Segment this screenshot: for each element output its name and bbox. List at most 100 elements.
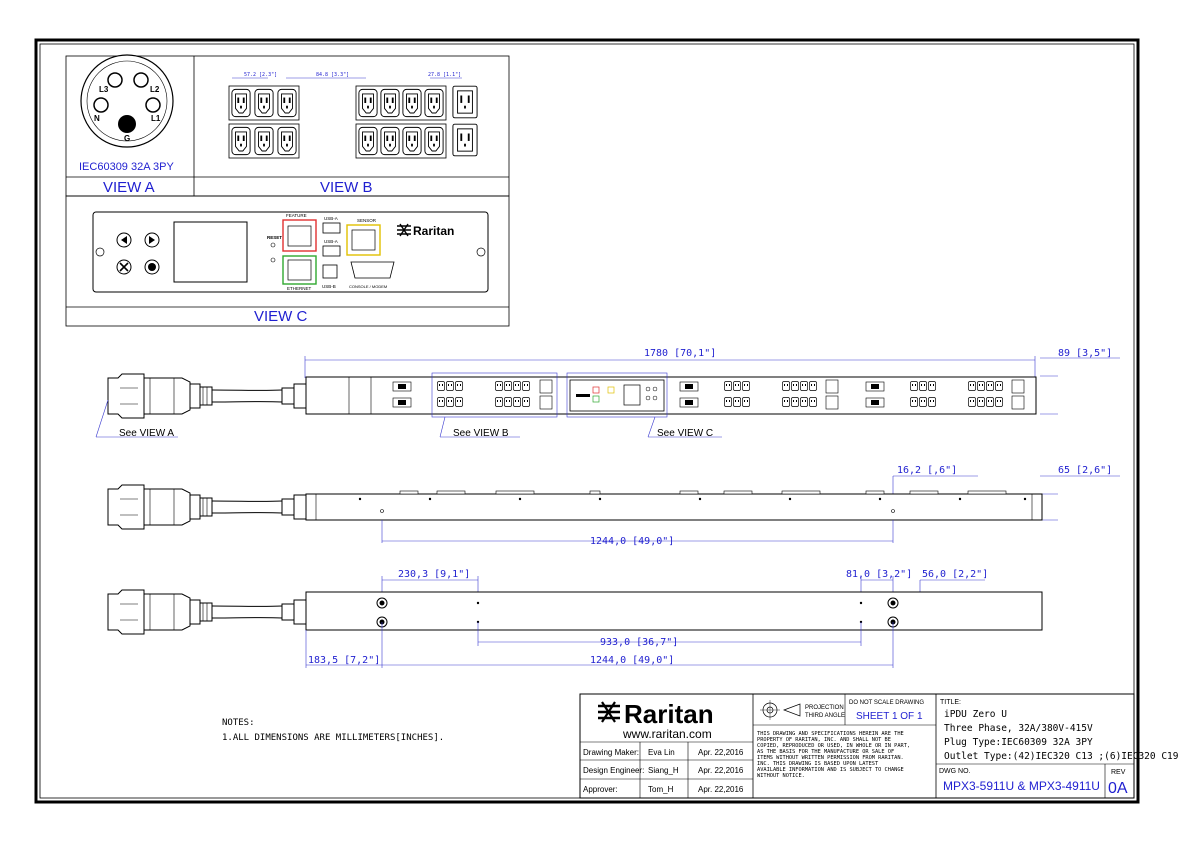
notes: NOTES: 1.ALL DIMENSIONS ARE MILLIMETERS[… bbox=[222, 718, 444, 743]
c13-outlet-icon bbox=[724, 381, 732, 391]
feature-label: FEATURE bbox=[286, 213, 307, 218]
c13-outlet-icon bbox=[928, 381, 936, 391]
row-1-date: Apr. 22,2016 bbox=[698, 766, 744, 775]
view-b-dim-3: 27.8 [1.1"] bbox=[428, 72, 461, 78]
c13-outlet-icon bbox=[782, 397, 790, 407]
row-1-role: Design Engineer: bbox=[583, 766, 644, 775]
view-c-panel: RESET FEATURE ETHERNET USB-A USB-A USB-B… bbox=[65, 195, 510, 327]
side-elevation: 16,2 [,6"] 65 [2,6"] 1244,0 [49,0"] bbox=[107, 465, 1120, 547]
c13-outlet-icon bbox=[791, 397, 799, 407]
sheet-border bbox=[34, 38, 1140, 804]
projection-label-1: PROJECTION bbox=[805, 705, 844, 711]
c19-outlet-icon bbox=[539, 395, 553, 410]
view-b-panel: 57.2 [2.3"] 84.8 [3.3"] 27.8 [1.1"] VIEW… bbox=[228, 72, 478, 196]
c13-outlet-icon bbox=[380, 126, 400, 156]
svg-text:COPIED, REPRODUCED OR USED, IN: COPIED, REPRODUCED OR USED, IN WHOLE OR … bbox=[757, 743, 910, 749]
see-view-a-callout: See VIEW A bbox=[119, 428, 174, 439]
c13-outlet-icon bbox=[995, 381, 1003, 391]
svg-text:AS THE BASIS FOR THE MANUFACTU: AS THE BASIS FOR THE MANUFACTURE OR SALE… bbox=[757, 749, 894, 755]
raritan-logo-icon bbox=[598, 701, 620, 723]
c13-outlet-icon bbox=[424, 88, 444, 118]
row-1-name: Siang_H bbox=[648, 766, 679, 775]
c13-outlet-icon bbox=[437, 397, 445, 407]
right-arrow-icon bbox=[149, 236, 155, 244]
top-right-dim-b: 56,0 [2,2"] bbox=[922, 569, 988, 580]
depth-dim: 65 [2,6"] bbox=[1058, 465, 1112, 476]
pin-l1-label: L1 bbox=[151, 114, 161, 123]
lcd-display bbox=[173, 221, 248, 283]
c13-outlet-icon bbox=[968, 381, 976, 391]
bottom-left-dim: 183,5 [7,2"] bbox=[308, 655, 380, 666]
c13-outlet-icon bbox=[504, 381, 512, 391]
svg-text:THIS DRAWING AND SPECIFICATION: THIS DRAWING AND SPECIFICATIONS HEREIN A… bbox=[757, 731, 904, 737]
c13-outlet-icon bbox=[495, 397, 503, 407]
notes-heading: NOTES: bbox=[222, 718, 255, 728]
c19-outlet-icon bbox=[452, 123, 478, 157]
plug-face-icon: L3 L2 N L1 G bbox=[80, 54, 174, 148]
mount-button-icon bbox=[376, 597, 899, 628]
title-block-url: www.raritan.com bbox=[622, 727, 712, 741]
ethernet-port bbox=[282, 255, 317, 285]
sensor-label: SENSOR bbox=[357, 218, 377, 223]
c13-outlet-icon bbox=[380, 88, 400, 118]
reset-label: RESET bbox=[267, 235, 282, 240]
projection-label-2: THIRD ANGLE bbox=[805, 713, 845, 719]
title-line-1: iPDU Zero U bbox=[944, 709, 1007, 720]
console-port bbox=[350, 261, 395, 279]
row-2-role: Approver: bbox=[583, 785, 618, 794]
sensor-port bbox=[346, 224, 381, 256]
view-b-title: VIEW B bbox=[320, 179, 373, 196]
front-elevation: 1780 [70,1"] 89 [3,5"] See VIEW A See VI… bbox=[95, 348, 1120, 439]
top-left-dim: 230,3 [9,1"] bbox=[398, 569, 470, 580]
pdu-body-back bbox=[305, 591, 1043, 631]
c13-outlet-icon bbox=[402, 126, 422, 156]
c13-outlet-icon bbox=[742, 381, 750, 391]
c13-outlet-icon bbox=[254, 88, 274, 118]
c19-outlet-icon bbox=[1011, 379, 1025, 394]
c13-outlet-icon bbox=[437, 381, 445, 391]
svg-text:WITHOUT NOTICE.: WITHOUT NOTICE. bbox=[757, 773, 805, 779]
mount-offset-dim: 16,2 [,6"] bbox=[897, 465, 957, 476]
c13-outlet-icon bbox=[424, 126, 444, 156]
title-line-3: Plug Type:IEC60309 32A 3PY bbox=[944, 737, 1093, 748]
no-scale-label: DO NOT SCALE DRAWING bbox=[849, 700, 924, 706]
c13-outlet-icon bbox=[504, 397, 512, 407]
c13-outlet-icon bbox=[791, 381, 799, 391]
row-2-date: Apr. 22,2016 bbox=[698, 785, 744, 794]
c13-outlet-icon bbox=[733, 397, 741, 407]
svg-text:INC. THIS DRAWING IS BASED UPO: INC. THIS DRAWING IS BASED UPON LATEST bbox=[757, 761, 879, 767]
ethernet-label: ETHERNET bbox=[287, 286, 312, 291]
back-elevation: 230,3 [9,1"] 81,0 [3,2"] 56,0 [2,2"] 933… bbox=[107, 569, 1043, 668]
brand-label: Raritan bbox=[413, 224, 454, 238]
see-view-b-callout: See VIEW B bbox=[453, 428, 509, 439]
raritan-logo-icon bbox=[397, 223, 411, 237]
row-0-date: Apr. 22,2016 bbox=[698, 748, 744, 757]
view-b-dim-2: 84.8 [3.3"] bbox=[316, 72, 349, 78]
sheet-label: SHEET 1 OF 1 bbox=[856, 711, 923, 722]
title-line-2: Three Phase, 32A/380V-415V bbox=[944, 723, 1093, 734]
pin-n-label: N bbox=[94, 114, 100, 123]
mid-dim: 933,0 [36,7"] bbox=[600, 637, 678, 648]
c13-outlet-icon bbox=[231, 88, 251, 118]
top-right-dim-a: 81,0 [3,2"] bbox=[846, 569, 912, 580]
pdu-body-side bbox=[305, 493, 1043, 521]
pin-l3-label: L3 bbox=[99, 85, 109, 94]
usb-a-port-1 bbox=[322, 222, 341, 234]
c13-outlet-icon bbox=[724, 397, 732, 407]
pin-l2-label: L2 bbox=[150, 85, 160, 94]
c13-outlet-icon bbox=[277, 126, 297, 156]
svg-text:PROPERTY OF RARITAN, INC. AND: PROPERTY OF RARITAN, INC. AND SHALL NOT … bbox=[757, 737, 891, 743]
left-arrow-icon bbox=[121, 236, 127, 244]
c13-outlet-icon bbox=[733, 381, 741, 391]
title-label: TITLE: bbox=[940, 699, 961, 706]
c13-outlet-icon bbox=[402, 88, 422, 118]
c13-outlet-icon bbox=[254, 126, 274, 156]
disclaimer-text: THIS DRAWING AND SPECIFICATIONS HEREIN A… bbox=[757, 731, 910, 779]
dwg-label: DWG NO. bbox=[939, 768, 971, 775]
usb-a-port-2 bbox=[322, 245, 341, 257]
c13-outlet-icon bbox=[809, 397, 817, 407]
rev-label: REV bbox=[1111, 769, 1126, 776]
c13-outlet-icon bbox=[358, 88, 378, 118]
c13-outlet-icon bbox=[919, 381, 927, 391]
